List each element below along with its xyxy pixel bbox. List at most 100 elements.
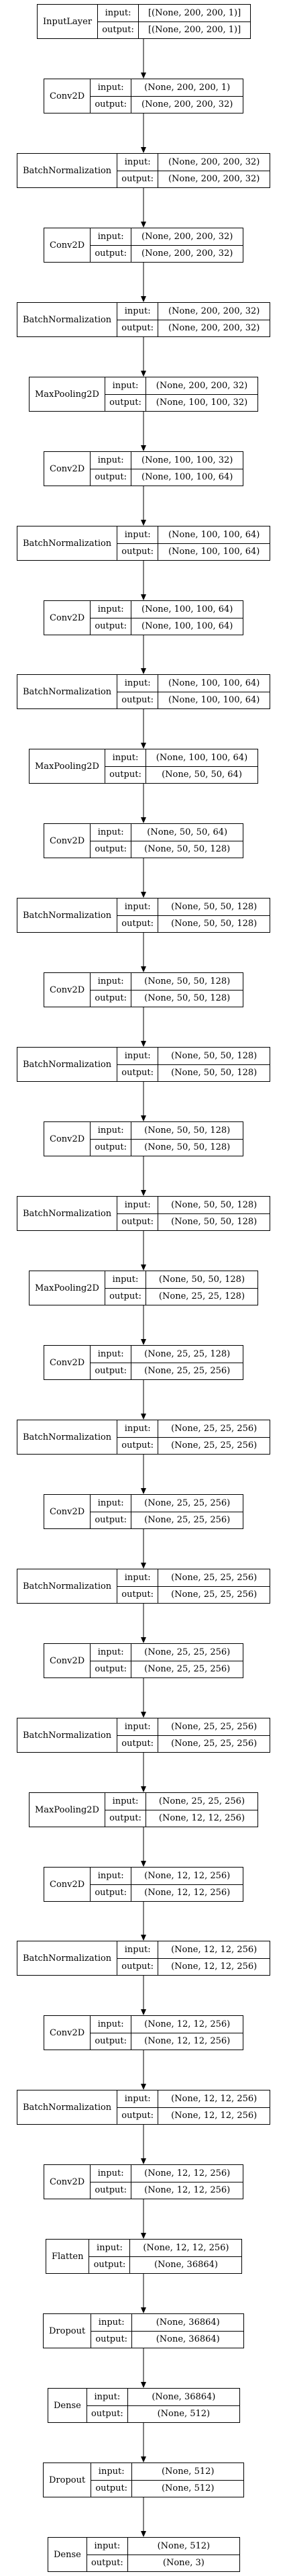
input-shape: (None, 200, 200, 32) [168, 306, 260, 316]
layer-name: MaxPooling2D [30, 1271, 105, 1305]
input-shape: (None, 25, 25, 128) [144, 1348, 231, 1359]
input-row: input: (None, 200, 200, 1) [91, 79, 243, 96]
output-shape: (None, 50, 50, 128) [171, 919, 257, 929]
input-label: input: [87, 2389, 128, 2405]
input-label: input: [117, 1048, 159, 1064]
layer-node-29: Conv2D input: (None, 12, 12, 256) output… [44, 2164, 244, 2199]
output-shape: (None, 25, 25, 256) [171, 1739, 257, 1749]
input-label: input: [117, 1197, 159, 1213]
output-row: output: (None, 36864) [91, 2330, 244, 2348]
input-label: input: [91, 228, 132, 245]
input-label: input: [91, 1122, 132, 1139]
input-shape: (None, 512) [157, 2540, 211, 2551]
output-row: output: (None, 25, 25, 256) [91, 1660, 243, 1677]
output-label: output: [117, 171, 159, 187]
output-label: output: [117, 2107, 159, 2124]
output-shape: (None, 36864) [156, 2334, 220, 2345]
output-label: output: [89, 2256, 131, 2273]
input-shape: (None, 36864) [156, 2317, 220, 2328]
output-shape: (None, 512) [157, 2409, 211, 2420]
layer-name: Conv2D [44, 1122, 91, 1156]
input-row: input: (None, 200, 200, 32) [105, 377, 257, 394]
output-label: output: [91, 2480, 133, 2497]
output-label: output: [105, 1810, 146, 1827]
input-shape: (None, 12, 12, 256) [171, 1944, 257, 1955]
layer-name: Conv2D [44, 601, 91, 635]
output-shape: (None, 100, 100, 64) [168, 695, 260, 706]
layer-node-3: Conv2D input: (None, 200, 200, 32) outpu… [44, 228, 244, 263]
output-label: output: [117, 1586, 159, 1603]
input-row: input: (None, 36864) [91, 2314, 243, 2331]
output-label: output: [91, 1363, 132, 1379]
input-label: input: [89, 2240, 131, 2256]
output-row: output: (None, 512) [87, 2405, 239, 2422]
input-label: input: [87, 2538, 128, 2555]
layer-name: Conv2D [44, 2165, 91, 2199]
layer-node-10: MaxPooling2D input: (None, 100, 100, 64)… [29, 749, 258, 784]
input-label: input: [117, 1941, 159, 1958]
layer-name: InputLayer [38, 5, 99, 38]
input-label: input: [117, 154, 159, 171]
layer-name: Dense [48, 2538, 87, 2571]
output-shape: (None, 12, 12, 256) [144, 2185, 231, 2196]
input-row: input: (None, 25, 25, 256) [117, 1718, 270, 1735]
output-row: output: (None, 36864) [89, 2256, 242, 2273]
input-shape: (None, 200, 200, 32) [168, 156, 260, 167]
output-label: output: [87, 2405, 128, 2422]
input-row: input: (None, 25, 25, 256) [105, 1793, 257, 1810]
output-label: output: [91, 2182, 132, 2199]
input-label: input: [91, 601, 132, 618]
layer-name: MaxPooling2D [30, 749, 105, 783]
layer-name: BatchNormalization [17, 899, 118, 932]
input-shape: (None, 12, 12, 256) [144, 2019, 231, 2029]
layer-ports: input: (None, 12, 12, 256) output: (None… [91, 2016, 243, 2050]
layer-node-7: BatchNormalization input: (None, 100, 10… [17, 526, 271, 561]
input-row: input: (None, 12, 12, 256) [117, 2090, 270, 2107]
layer-ports: input: (None, 12, 12, 256) output: (None… [91, 1868, 243, 1901]
output-label: output: [105, 394, 146, 411]
input-shape: (None, 25, 25, 256) [171, 1721, 257, 1732]
layer-ports: input: (None, 50, 50, 128) output: (None… [91, 973, 243, 1007]
output-row: output: (None, 100, 100, 64) [117, 543, 270, 560]
layer-node-34: Dense input: (None, 512) output: (None, … [48, 2537, 240, 2572]
layer-name: Conv2D [44, 1868, 91, 1901]
layer-node-33: Dropout input: (None, 512) output: (None… [43, 2463, 245, 2497]
input-label: input: [117, 1718, 159, 1735]
output-label: output: [117, 1064, 159, 1081]
layer-name: Conv2D [44, 79, 91, 113]
input-row: input: (None, 100, 100, 64) [117, 526, 270, 543]
input-shape: (None, 25, 25, 256) [171, 1423, 257, 1434]
input-shape: (None, 12, 12, 256) [144, 2168, 231, 2178]
layer-ports: input: (None, 50, 50, 128) output: (None… [117, 899, 270, 932]
layer-ports: input: (None, 100, 100, 64) output: (Non… [105, 749, 257, 783]
input-shape: (None, 12, 12, 256) [171, 2093, 257, 2104]
input-row: input: (None, 50, 50, 128) [117, 1197, 270, 1213]
layer-ports: input: (None, 50, 50, 128) output: (None… [117, 1197, 270, 1230]
output-label: output: [117, 1735, 159, 1752]
layer-node-18: Conv2D input: (None, 25, 25, 128) output… [44, 1345, 244, 1380]
layer-node-32: Dense input: (None, 36864) output: (None… [48, 2388, 240, 2423]
layer-ports: input: (None, 200, 200, 32) output: (Non… [91, 228, 243, 262]
output-row: output: (None, 50, 50, 128) [117, 915, 270, 932]
input-label: input: [91, 2463, 133, 2480]
input-label: input: [91, 1495, 132, 1512]
output-shape: (None, 512) [161, 2483, 215, 2494]
input-row: input: (None, 12, 12, 256) [89, 2240, 241, 2256]
output-shape: (None, 50, 50, 128) [144, 993, 231, 1004]
output-shape: [(None, 200, 200, 1)] [148, 25, 241, 36]
input-row: input: (None, 12, 12, 256) [117, 1941, 270, 1958]
input-shape: (None, 512) [161, 2466, 215, 2477]
output-shape: (None, 200, 200, 32) [141, 248, 233, 259]
layer-ports: input: [(None, 200, 200, 1)] output: [(N… [98, 5, 251, 38]
input-row: input: (None, 25, 25, 256) [117, 1420, 270, 1437]
input-row: input: (None, 512) [91, 2463, 243, 2480]
output-row: output: [(None, 200, 200, 1)] [98, 21, 251, 38]
output-row: output: (None, 12, 12, 256) [117, 2107, 270, 2124]
layer-ports: input: (None, 25, 25, 256) output: (None… [91, 1644, 243, 1677]
output-shape: (None, 25, 25, 256) [144, 1515, 231, 1526]
input-row: input: (None, 50, 50, 128) [91, 973, 243, 990]
output-label: output: [105, 1288, 146, 1305]
input-row: input: (None, 12, 12, 256) [91, 2165, 243, 2182]
layer-ports: input: (None, 12, 12, 256) output: (None… [117, 2090, 270, 2124]
output-label: output: [117, 1958, 159, 1975]
